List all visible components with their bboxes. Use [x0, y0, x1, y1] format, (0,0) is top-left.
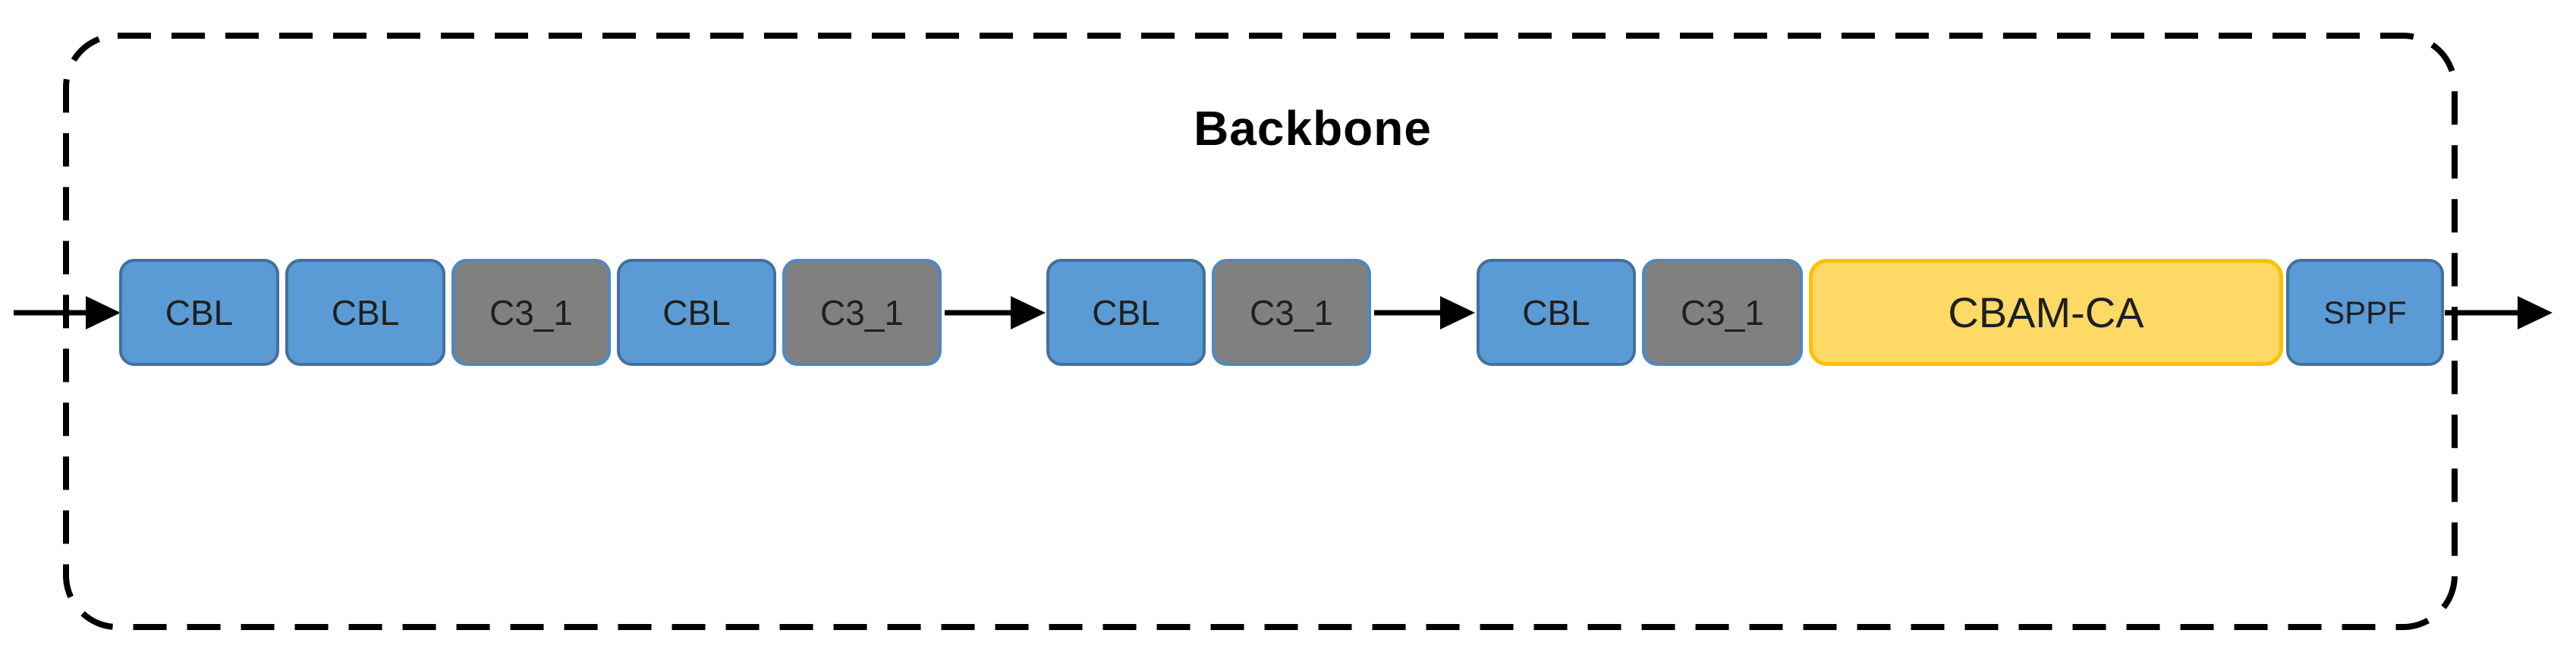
block-cbl-3: CBL [617, 259, 776, 366]
block-cbl-2: CBL [285, 259, 445, 366]
input-arrow [14, 296, 121, 329]
block-cbl-5: CBL [1477, 259, 1636, 366]
block-c3-1-4: C3_1 [1642, 259, 1803, 366]
flow-arrow-1 [945, 296, 1046, 329]
output-arrow [2445, 296, 2552, 329]
block-c3-1-1: C3_1 [451, 259, 611, 366]
block-cbl-1: CBL [119, 259, 279, 366]
block-c3-1-3: C3_1 [1212, 259, 1371, 366]
backbone-title: Backbone [1194, 101, 1432, 156]
block-sppf: SPPF [2286, 259, 2444, 366]
block-cbam-ca: CBAM-CA [1809, 259, 2283, 366]
block-c3-1-2: C3_1 [782, 259, 942, 366]
flow-arrow-2 [1374, 296, 1475, 329]
block-cbl-4: CBL [1046, 259, 1206, 366]
backbone-boundary [63, 33, 2458, 630]
